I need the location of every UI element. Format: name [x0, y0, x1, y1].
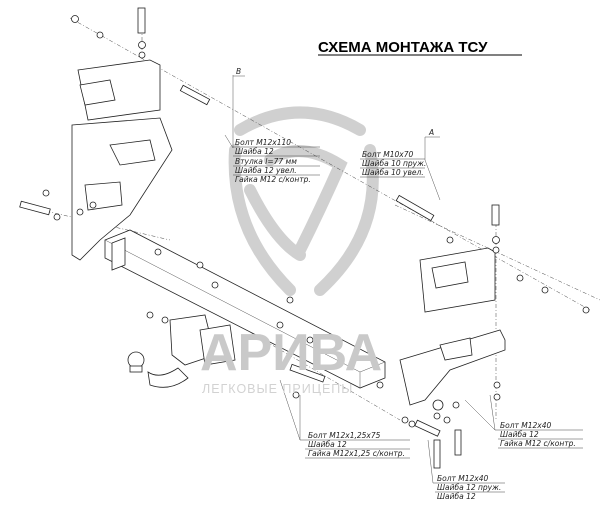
callout-bottom-left-line: Болт М12х1,25х75 — [308, 431, 381, 440]
tow-ball-assembly — [127, 314, 236, 388]
callout-b-line: Болт М12х110 — [235, 138, 291, 147]
crossmember-tube — [104, 229, 386, 389]
callout-b-line: Гайка М12 с/контр. — [235, 175, 311, 184]
callout-b-line: Шайба 12 — [235, 147, 274, 156]
callout-a-line: Шайба 10 пруж. — [362, 159, 426, 168]
watermark-tagline: ЛЕГКОВЫЕ ПРИЦЕПЫ — [202, 382, 353, 396]
callout-bottom-right-line: Болт М12х40 — [500, 421, 552, 430]
callout-bottom-center-line: Шайба 12 пруж. — [437, 483, 501, 492]
label-underlines — [233, 146, 583, 493]
marker-a: А — [428, 128, 434, 137]
callout-bottom-left-line: Гайка М12х1,25 с/контр. — [308, 449, 405, 458]
callout-bottom-center-line: Болт М12х40 — [437, 474, 489, 483]
callout-a-line: Шайба 10 увел. — [362, 168, 424, 177]
callout-bottom-right-line: Шайба 12 — [500, 430, 539, 439]
leader-lines — [224, 75, 496, 484]
marker-b: В — [236, 67, 241, 76]
right-bracket — [399, 247, 506, 406]
fasteners — [19, 7, 590, 469]
callout-bottom-right-line: Гайка М12 с/контр. — [500, 439, 576, 448]
callout-b-line: Шайба 12 увел. — [235, 166, 297, 175]
callout-b-line: Втулка l=77 мм — [235, 157, 297, 166]
watermark-brand: АРИВА — [200, 324, 382, 382]
callout-bottom-center-line: Шайба 12 — [437, 492, 476, 501]
callout-bottom-left-line: Шайба 12 — [308, 440, 347, 449]
callout-a-line: Болт М10х70 — [362, 150, 414, 159]
diagram-title: СХЕМА МОНТАЖА ТСУ — [318, 39, 488, 56]
left-bracket — [71, 59, 173, 261]
